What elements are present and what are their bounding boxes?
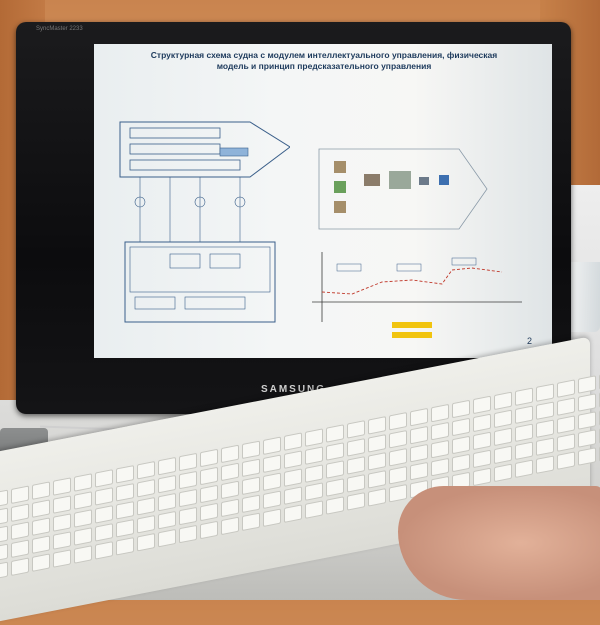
monitor-screen: Структурная схема судна с модулем интелл… [94, 44, 552, 358]
monitor-model-label: SyncMaster 2233 [36, 26, 83, 32]
slide-page-number: 2 [526, 336, 532, 346]
monitor: SyncMaster 2233 Структурная схема судна … [16, 22, 571, 414]
physical-model [318, 148, 488, 230]
block-diagram [119, 121, 290, 323]
hand [398, 486, 600, 600]
brand-logo: SAMSUNG [260, 384, 327, 395]
slide-title: Структурная схема судна с модулем интелл… [150, 50, 498, 71]
predictive-control-graph [312, 252, 522, 338]
